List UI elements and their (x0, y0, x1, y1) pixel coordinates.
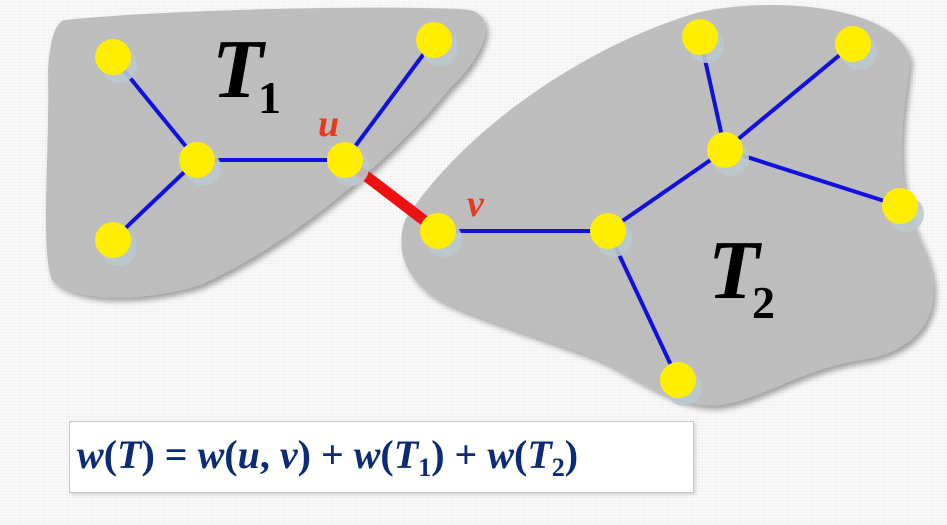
formula-sub2: 2 (551, 453, 565, 482)
formula-v: v (279, 432, 298, 477)
formula-p5: ( (380, 432, 394, 477)
t2-subscript: 2 (752, 277, 775, 328)
t2-label: T (708, 224, 763, 317)
tree-edge (723, 42, 855, 152)
tree-node (882, 188, 918, 224)
tree-edges (111, 36, 901, 381)
formula-w4: w (487, 432, 514, 477)
formula-p7: ( (514, 432, 528, 477)
tree-edge (343, 38, 436, 162)
tree-edge (606, 148, 727, 233)
subtree-t2-region (401, 4, 934, 406)
formula-p6: ) (431, 432, 445, 477)
subtree-t1-region (45, 7, 486, 298)
tree-node (682, 19, 718, 55)
formula-p8: ) (564, 432, 579, 477)
tree-node (95, 39, 131, 75)
tree-nodes (95, 19, 924, 406)
formula-p4: ) (297, 432, 311, 477)
tree-node (95, 222, 131, 258)
tree-node (416, 22, 452, 58)
tree-edge (724, 148, 901, 208)
formula-box (69, 421, 694, 493)
formula-equals: = (154, 432, 198, 477)
tree-node (835, 26, 871, 62)
formula-u: u (237, 432, 260, 477)
formula-T: T (117, 432, 142, 477)
tree-node (179, 142, 215, 178)
tree-node (327, 142, 363, 178)
tree-node (660, 362, 696, 398)
tree-node (420, 213, 456, 249)
formula-w1: w (77, 432, 104, 477)
t1-subscript: 1 (258, 72, 281, 123)
formula-p2: ) (141, 432, 155, 477)
formula-T2: T (527, 432, 552, 477)
formula-w2: w (197, 432, 225, 477)
formula-sub1: 1 (418, 453, 432, 482)
tree-node (590, 213, 626, 249)
tree-edge (111, 158, 199, 242)
formula-p1: ( (103, 432, 118, 477)
formula-T1: T (393, 432, 419, 477)
t1-label: T (212, 23, 267, 116)
weight-formula: w(T) = w(u, v) + w(T1) + w(T2) (77, 429, 578, 494)
vertex-u-label: u (318, 103, 339, 145)
formula-w3: w (353, 432, 381, 477)
vertex-v-label: v (467, 183, 485, 225)
formula-plus2: + (444, 432, 488, 477)
formula-comma: , (259, 432, 280, 477)
formula-plus1: + (310, 432, 354, 477)
tree-node (707, 132, 743, 168)
formula-p3: ( (224, 432, 238, 477)
